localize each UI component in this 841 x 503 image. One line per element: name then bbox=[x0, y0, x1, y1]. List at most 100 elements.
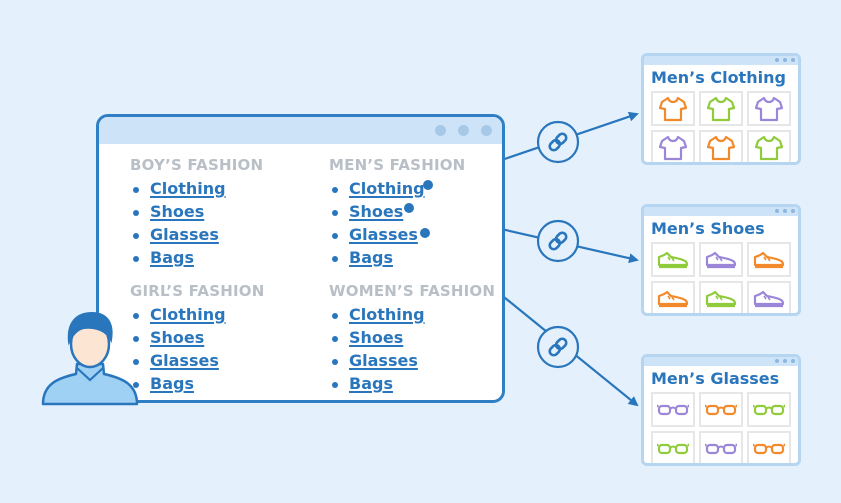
list-item: Bags bbox=[130, 246, 263, 269]
window-control-dot bbox=[775, 359, 779, 363]
window-control-dot bbox=[783, 359, 787, 363]
link-mens-glasses[interactable]: Glasses bbox=[349, 225, 418, 244]
product-tile[interactable] bbox=[747, 91, 791, 126]
panel-title: Men’s Glasses bbox=[651, 369, 780, 388]
link-mens-clothing[interactable]: Clothing bbox=[349, 179, 425, 198]
window-control-dot bbox=[775, 58, 779, 62]
user-avatar-icon bbox=[41, 311, 139, 406]
product-grid bbox=[644, 389, 798, 463]
link-girls-glasses[interactable]: Glasses bbox=[150, 351, 219, 370]
glasses-icon bbox=[753, 443, 785, 454]
tshirt-icon bbox=[707, 96, 735, 121]
link-womens-bags[interactable]: Bags bbox=[349, 374, 393, 393]
product-tile[interactable] bbox=[699, 242, 743, 277]
category-mens-fashion: MEN’S FASHION Clothing Shoes Glasses Bag… bbox=[329, 155, 465, 269]
link-girls-bags[interactable]: Bags bbox=[150, 374, 194, 393]
product-tile[interactable] bbox=[699, 130, 743, 162]
product-tile[interactable] bbox=[699, 392, 743, 427]
product-tile[interactable] bbox=[747, 130, 791, 162]
link-boys-shoes[interactable]: Shoes bbox=[150, 202, 205, 221]
product-tile[interactable] bbox=[747, 242, 791, 277]
glasses-icon bbox=[705, 443, 737, 454]
window-control-dot bbox=[791, 58, 795, 62]
panel-mens-glasses: Men’s Glasses bbox=[641, 354, 801, 466]
tshirt-icon bbox=[659, 135, 687, 160]
product-grid bbox=[644, 239, 798, 313]
product-tile[interactable] bbox=[651, 392, 695, 427]
window-control-dot bbox=[783, 58, 787, 62]
list-item: Clothing bbox=[329, 303, 495, 326]
window-control-dot bbox=[791, 359, 795, 363]
list-item: Clothing bbox=[329, 177, 465, 200]
product-tile[interactable] bbox=[651, 281, 695, 313]
link-boys-clothing[interactable]: Clothing bbox=[150, 179, 226, 198]
panel-mens-shoes: Men’s Shoes bbox=[641, 204, 801, 316]
link-girls-clothing[interactable]: Clothing bbox=[150, 305, 226, 324]
list-item: Shoes bbox=[329, 326, 495, 349]
sneaker-icon bbox=[753, 251, 785, 268]
product-tile[interactable] bbox=[747, 431, 791, 463]
tshirt-icon bbox=[755, 135, 783, 160]
link-womens-glasses[interactable]: Glasses bbox=[349, 351, 418, 370]
category-title: MEN’S FASHION bbox=[329, 156, 466, 174]
sneaker-icon bbox=[705, 290, 737, 307]
sneaker-icon bbox=[753, 290, 785, 307]
glasses-icon bbox=[753, 404, 785, 415]
link-mens-shoes[interactable]: Shoes bbox=[349, 202, 404, 221]
product-tile[interactable] bbox=[651, 431, 695, 463]
panel-mens-clothing: Men’s Clothing bbox=[641, 53, 801, 165]
link-boys-bags[interactable]: Bags bbox=[150, 248, 194, 267]
tshirt-icon bbox=[707, 135, 735, 160]
list-item: Shoes bbox=[130, 200, 263, 223]
product-tile[interactable] bbox=[651, 242, 695, 277]
tshirt-icon bbox=[755, 96, 783, 121]
list-item: Glasses bbox=[329, 223, 465, 246]
window-control-dot bbox=[458, 125, 469, 136]
link-icon bbox=[548, 337, 568, 357]
product-tile[interactable] bbox=[699, 431, 743, 463]
window-control-dot bbox=[435, 125, 446, 136]
glasses-icon bbox=[657, 443, 689, 454]
link-girls-shoes[interactable]: Shoes bbox=[150, 328, 205, 347]
link-badge-clothing bbox=[536, 120, 580, 164]
list-item: Bags bbox=[329, 372, 495, 395]
glasses-icon bbox=[705, 404, 737, 415]
panel-title: Men’s Shoes bbox=[651, 219, 765, 238]
panel-title-bar bbox=[644, 207, 798, 216]
link-womens-shoes[interactable]: Shoes bbox=[349, 328, 404, 347]
sneaker-icon bbox=[657, 290, 689, 307]
product-tile[interactable] bbox=[699, 281, 743, 313]
list-item: Glasses bbox=[130, 349, 264, 372]
link-icon bbox=[548, 231, 568, 251]
sneaker-icon bbox=[657, 251, 689, 268]
list-item: Shoes bbox=[130, 326, 264, 349]
link-boys-glasses[interactable]: Glasses bbox=[150, 225, 219, 244]
category-boys-fashion: BOY’S FASHION Clothing Shoes Glasses Bag… bbox=[130, 155, 263, 269]
panel-title: Men’s Clothing bbox=[651, 68, 786, 87]
product-tile[interactable] bbox=[651, 91, 695, 126]
product-tile[interactable] bbox=[747, 392, 791, 427]
category-girls-fashion: GIRL’S FASHION Clothing Shoes Glasses Ba… bbox=[130, 281, 264, 395]
link-badge-glasses bbox=[536, 325, 580, 369]
window-control-dot bbox=[481, 125, 492, 136]
list-item: Glasses bbox=[329, 349, 495, 372]
list-item: Bags bbox=[130, 372, 264, 395]
panel-title-bar bbox=[644, 357, 798, 366]
product-tile[interactable] bbox=[651, 130, 695, 162]
list-item: Clothing bbox=[130, 303, 264, 326]
list-item: Bags bbox=[329, 246, 465, 269]
link-mens-bags[interactable]: Bags bbox=[349, 248, 393, 267]
tshirt-icon bbox=[659, 96, 687, 121]
category-title: BOY’S FASHION bbox=[130, 156, 264, 174]
list-item: Shoes bbox=[329, 200, 465, 223]
window-control-dot bbox=[791, 209, 795, 213]
product-tile[interactable] bbox=[699, 91, 743, 126]
window-title-bar bbox=[99, 117, 502, 144]
category-title: WOMEN’S FASHION bbox=[329, 282, 496, 300]
sneaker-icon bbox=[705, 251, 737, 268]
product-tile[interactable] bbox=[747, 281, 791, 313]
link-womens-clothing[interactable]: Clothing bbox=[349, 305, 425, 324]
browser-window: BOY’S FASHION Clothing Shoes Glasses Bag… bbox=[96, 114, 505, 403]
window-control-dot bbox=[783, 209, 787, 213]
link-badge-shoes bbox=[536, 219, 580, 263]
